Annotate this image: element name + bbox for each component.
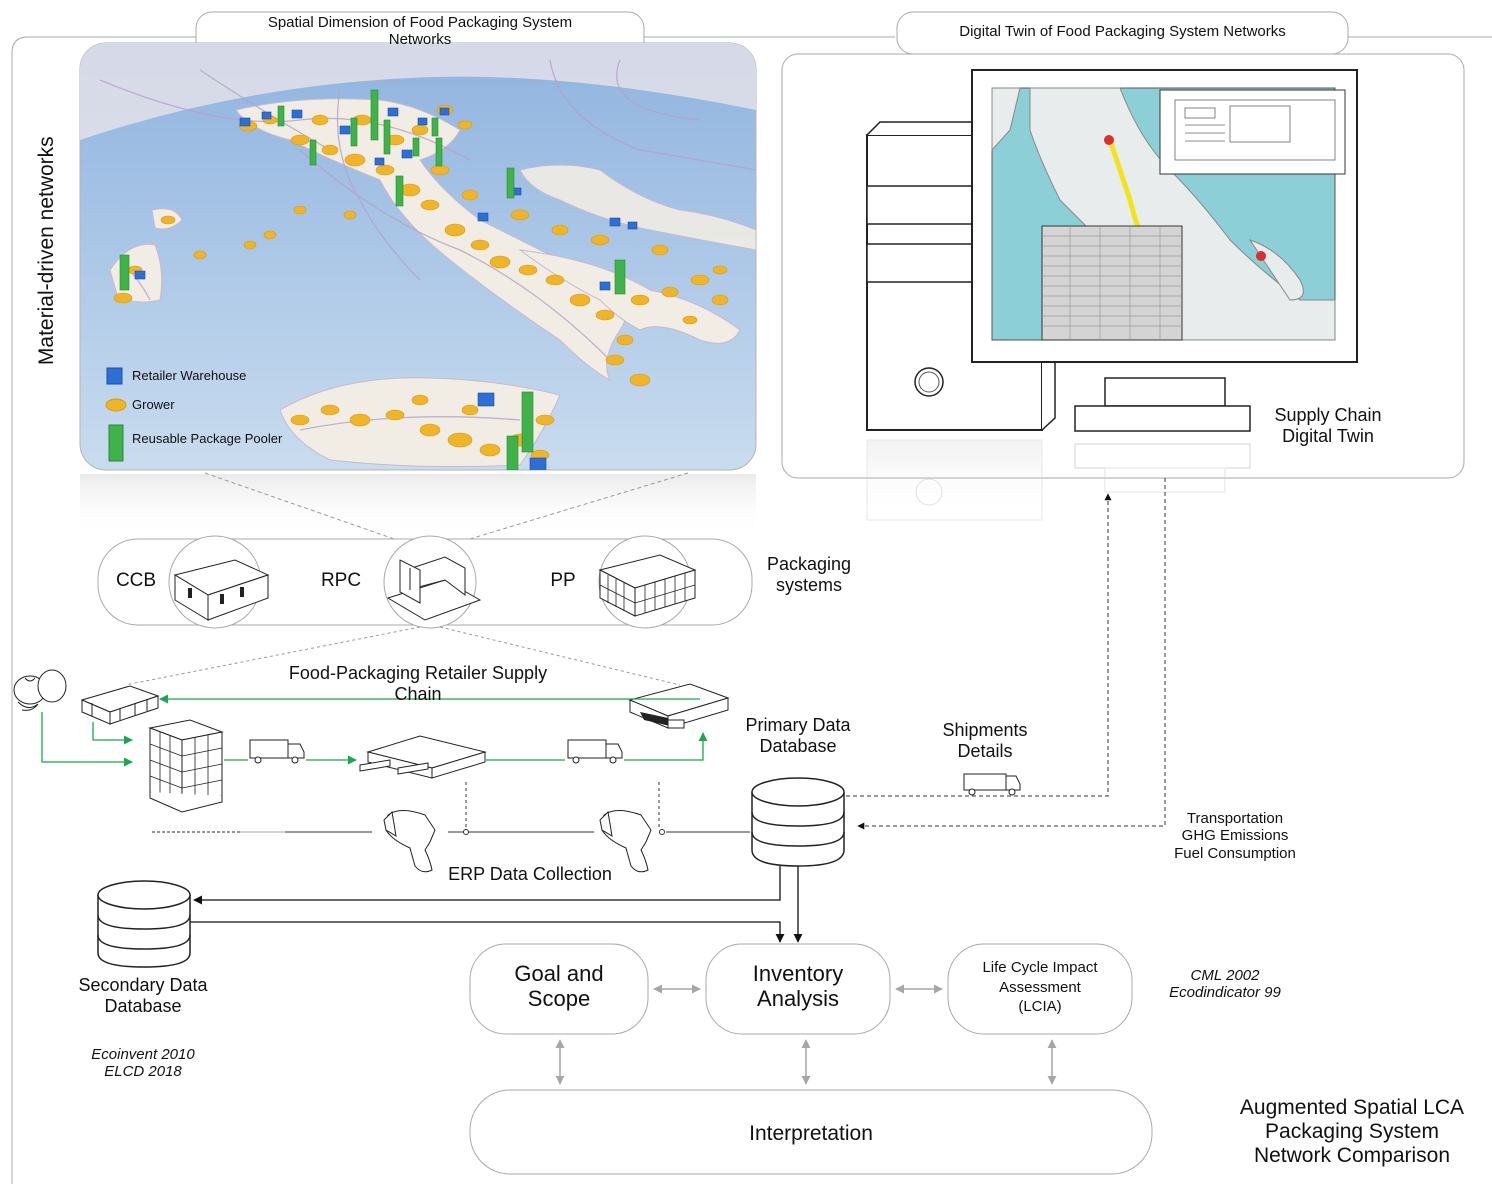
secondary-db-line2: Database xyxy=(104,995,182,1016)
secondary-db-label: Secondary Data Database xyxy=(58,975,228,1016)
barcode-scanner-icon xyxy=(383,810,436,873)
shipments-label: Shipments Details xyxy=(930,720,1040,761)
supply-chain-line1: Food-Packaging Retailer Supply xyxy=(288,663,548,683)
rpc-label: RPC xyxy=(320,570,362,591)
methods-line1: CML 2002 xyxy=(1190,967,1260,984)
inventory-line1: Inventory xyxy=(752,961,844,986)
digital-twin-label: Supply Chain Digital Twin xyxy=(1258,405,1398,446)
summary-line1: Augmented Spatial LCA xyxy=(1239,1096,1465,1119)
digital-twin-line2: Digital Twin xyxy=(1282,425,1374,446)
twin-data-links xyxy=(846,478,1166,830)
lcia-label: Life Cycle Impact Assessment (LCIA) xyxy=(948,958,1132,1017)
shipment-truck-icon xyxy=(963,773,1021,796)
spatial-header-title: Spatial Dimension of Food Packaging Syst… xyxy=(196,14,644,49)
inventory-analysis-box xyxy=(705,943,891,1035)
goal-line1: Goal and xyxy=(514,961,604,986)
side-label: Material-driven networks xyxy=(34,136,58,366)
store-scanner-device-icon xyxy=(628,683,730,729)
pp-package-icon xyxy=(598,535,697,629)
legend-retailer-icon xyxy=(106,367,123,385)
supply-chain-line2: Chain xyxy=(394,683,442,704)
shipments-line1: Shipments xyxy=(942,720,1028,740)
ccb-package-icon xyxy=(168,535,270,629)
supply-chain-title: Food-Packaging Retailer Supply Chain xyxy=(258,663,578,704)
packaging-line1: Packaging xyxy=(766,554,852,574)
inventory-label: Inventory Analysis xyxy=(706,961,890,1012)
transport-line2: GHG Emissions xyxy=(1181,827,1289,845)
goal-line2: Scope xyxy=(527,986,591,1012)
legend-retailer-label: Retailer Warehouse xyxy=(132,368,247,383)
transport-line3: Fuel Consumption xyxy=(1174,844,1296,862)
summary-line3: Network Comparison xyxy=(1253,1144,1451,1168)
shipments-line2: Details xyxy=(957,740,1013,761)
truck-icon xyxy=(249,739,305,764)
lcia-line1: Life Cycle Impact xyxy=(982,959,1098,976)
summary-label: Augmented Spatial LCA Packaging System N… xyxy=(1212,1096,1492,1168)
lcia-line2: Assessment xyxy=(999,978,1081,996)
digital-twin-line1: Supply Chain xyxy=(1274,405,1382,425)
packaging-line2: systems xyxy=(775,574,842,595)
monitor-icon xyxy=(971,69,1358,432)
lcia-line3: (LCIA) xyxy=(1018,998,1062,1015)
pallet-stack-icon xyxy=(148,719,224,813)
primary-db-line1: Primary Data xyxy=(745,715,851,735)
italy-map xyxy=(79,42,757,471)
database-flows xyxy=(190,866,803,943)
produce-icon xyxy=(13,669,67,711)
erp-collection-lines xyxy=(152,782,750,835)
goal-scope-box xyxy=(469,943,649,1035)
lca-gray-arrows xyxy=(555,984,1057,1085)
truck-icon-2 xyxy=(567,739,623,764)
transport-line1: Transportation xyxy=(1186,810,1284,827)
erp-label: ERP Data Collection xyxy=(448,864,612,884)
barcode-scanner-icon-2 xyxy=(599,810,652,873)
spatial-header-line1: Spatial Dimension of Food Packaging Syst… xyxy=(267,14,573,31)
lcia-methods: CML 2002 Ecodindicator 99 xyxy=(1150,967,1300,1002)
interpretation-label: Interpretation xyxy=(749,1122,873,1145)
goal-scope-label: Goal and Scope xyxy=(470,961,648,1012)
secondary-database-icon xyxy=(97,880,191,968)
packaging-systems-label: Packaging systems xyxy=(754,554,864,595)
twin-header-title: Digital Twin of Food Packaging System Ne… xyxy=(959,23,1286,40)
secondary-ref2: ELCD 2018 xyxy=(104,1063,182,1081)
methods-line2: Ecodindicator 99 xyxy=(1169,984,1281,1002)
legend-grower-icon xyxy=(105,398,127,412)
rpc-package-icon xyxy=(383,535,482,629)
interpretation-box xyxy=(469,1089,1153,1175)
rpc-to-chain-lines xyxy=(124,626,681,686)
secondary-db-refs: Ecoinvent 2010 ELCD 2018 xyxy=(58,1046,228,1081)
inventory-line2: Analysis xyxy=(757,986,839,1012)
secondary-ref1: Ecoinvent 2010 xyxy=(91,1046,195,1063)
secondary-db-line1: Secondary Data xyxy=(78,975,208,995)
lcia-box xyxy=(947,943,1133,1035)
primary-db-line2: Database xyxy=(759,735,837,756)
warehouse-platform-icon xyxy=(359,735,487,779)
primary-database-icon xyxy=(751,777,845,867)
retailer-crate-icon xyxy=(80,685,160,725)
spatial-header-line2: Networks xyxy=(388,31,452,49)
legend-pooler-label: Reusable Package Pooler xyxy=(132,431,283,446)
legend-pooler-icon xyxy=(108,424,124,462)
tower-reflection xyxy=(866,439,1043,521)
transport-label: Transportation GHG Emissions Fuel Consum… xyxy=(1150,810,1320,862)
map-to-rpc-lines xyxy=(204,472,689,549)
map-reflection xyxy=(80,474,756,534)
outer-frame xyxy=(11,36,1492,1184)
primary-db-label: Primary Data Database xyxy=(728,715,868,756)
legend-grower-label: Grower xyxy=(132,397,175,412)
supply-chain-flows xyxy=(41,694,708,767)
pp-label: PP xyxy=(550,570,576,591)
ccb-label: CCB xyxy=(115,570,157,591)
summary-line2: Packaging System xyxy=(1265,1120,1439,1144)
